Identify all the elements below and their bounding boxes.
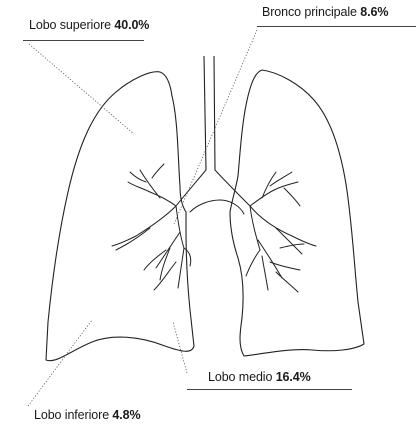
right-lung-outline [46, 72, 194, 361]
label-lobo-inferiore-value: 4.8% [112, 408, 140, 422]
label-bronco-principale: Bronco principale 8.6% [262, 6, 388, 19]
label-lobo-superiore-name: Lobo superiore [29, 18, 111, 32]
trachea [204, 56, 215, 170]
label-lobo-medio: Lobo medio 16.4% [208, 371, 311, 384]
label-lobo-medio-value: 16.4% [276, 370, 311, 384]
label-bronco-principale-name: Bronco principale [262, 5, 357, 19]
trachea-left-wall [204, 56, 206, 170]
underline-lobo-medio [187, 389, 352, 390]
label-lobo-superiore: Lobo superiore 40.0% [29, 19, 149, 32]
leader-lobo-inferiore [28, 320, 92, 406]
leader-lobo-superiore [29, 44, 134, 134]
label-bronco-principale-value: 8.6% [360, 5, 388, 19]
underline-bronco-principale [257, 26, 416, 27]
label-lobo-inferiore: Lobo inferiore 4.8% [34, 409, 141, 422]
trachea-right-wall [214, 56, 215, 170]
label-lobo-superiore-value: 40.0% [114, 18, 149, 32]
bronchial-tree [112, 164, 316, 292]
underline-lobo-superiore [23, 40, 144, 41]
left-lung-outline [230, 70, 364, 356]
carina [190, 200, 244, 214]
label-lobo-medio-name: Lobo medio [208, 370, 272, 384]
leader-lobo-medio [173, 322, 187, 373]
leader-bronco-principale [174, 30, 257, 224]
label-lobo-inferiore-name: Lobo inferiore [34, 408, 109, 422]
